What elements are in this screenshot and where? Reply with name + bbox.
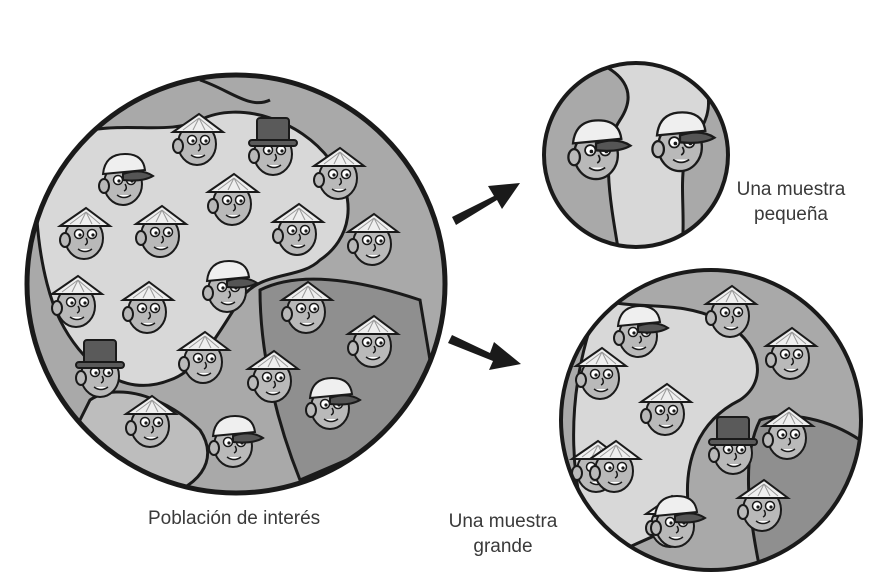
small-sample-label-line1: Una muestra [736,179,846,200]
population-label: Población de interés [148,508,321,529]
population-globe [24,72,448,496]
large-sample-label: Una muestra grande [438,509,568,559]
large-sample-label-line1: Una muestra [448,511,558,532]
small-sample-globe [542,61,730,249]
small-sample-label: Una muestra pequeña [736,177,846,227]
large-sample-label-line2: grande [473,536,533,557]
small-sample-label-line2: pequeña [754,204,828,225]
large-sample-globe [559,268,863,572]
arrow-to-small-icon [452,183,520,225]
arrow-to-large-icon [448,335,521,370]
